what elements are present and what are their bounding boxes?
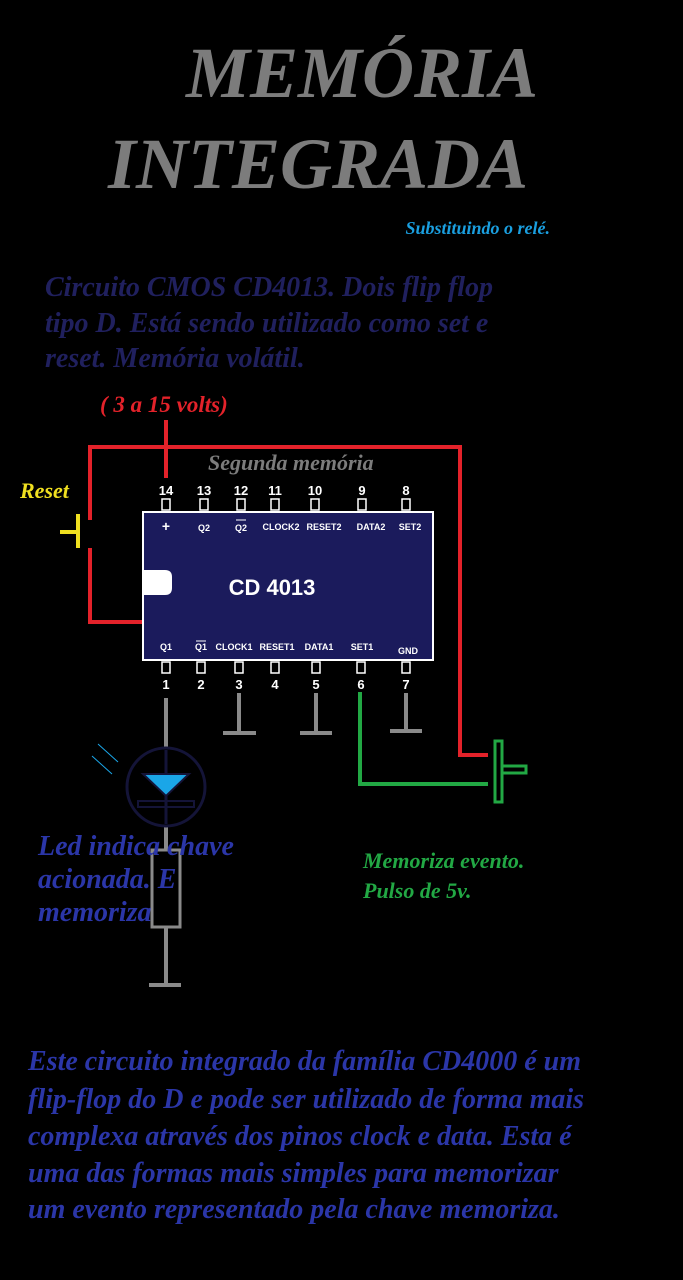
ground-symbols <box>149 693 422 987</box>
led-note-line: acionada. E <box>38 864 176 895</box>
pin-label: DATA1 <box>305 642 334 652</box>
pin-label: CLOCK1 <box>215 642 252 652</box>
title-line2: INTEGRADA <box>107 124 528 204</box>
footer-line: complexa através dos pinos clock e data.… <box>28 1121 573 1152</box>
pin-number: 13 <box>197 483 211 498</box>
pin-label: RESET2 <box>306 522 341 532</box>
pin-label: Q2 <box>235 523 247 533</box>
second-memory-label: Segunda memória <box>208 450 374 475</box>
pin-label: + <box>162 518 170 534</box>
pin-number: 4 <box>271 677 279 692</box>
bottom-pins <box>161 661 411 674</box>
pin-number: 5 <box>312 677 319 692</box>
pin-number: 11 <box>268 483 282 498</box>
pin-label: Q2 <box>198 523 210 533</box>
chip-name: CD 4013 <box>229 575 316 600</box>
pin-label: RESET1 <box>259 642 294 652</box>
pin-number: 14 <box>159 483 174 498</box>
set-switch <box>358 692 528 804</box>
pin-label: DATA2 <box>357 522 386 532</box>
subtitle: Substituindo o relé. <box>405 218 550 238</box>
footer-line: uma das formas mais simples para memoriz… <box>28 1158 560 1189</box>
footer-line: um evento representado pela chave memori… <box>28 1194 560 1225</box>
pin-number: 3 <box>235 677 242 692</box>
pin-number: 2 <box>197 677 204 692</box>
pin-label: SET2 <box>399 522 422 532</box>
chip-body <box>142 511 434 661</box>
top-pins <box>161 498 411 511</box>
intro-line: reset. Memória volátil. <box>45 343 305 374</box>
reset-label: Reset <box>19 478 70 503</box>
pin-number: 6 <box>357 677 364 692</box>
led-note-line: memoriza <box>38 897 152 928</box>
pin-number: 12 <box>234 483 248 498</box>
supply-label: ( 3 a 15 volts) <box>100 392 228 417</box>
pin-number: 10 <box>308 483 322 498</box>
switch-note-line: Memoriza evento. <box>362 848 524 873</box>
pin-number: 1 <box>162 677 169 692</box>
pin-number: 7 <box>402 677 409 692</box>
pin-label: SET1 <box>351 642 374 652</box>
reset-switch <box>60 514 80 548</box>
pin-label: Q1 <box>160 642 172 652</box>
pin-number: 9 <box>358 483 365 498</box>
footer-line: Este circuito integrado da família CD400… <box>27 1046 581 1077</box>
pin-label: GND <box>398 646 419 656</box>
switch-note-line: Pulso de 5v. <box>362 878 472 903</box>
pin-number: 8 <box>402 483 409 498</box>
led-icon <box>91 743 207 828</box>
pin-label: Q1 <box>195 642 207 652</box>
pin-label: CLOCK2 <box>262 522 299 532</box>
footer-line: flip-flop do D e pode ser utilizado de f… <box>28 1084 584 1115</box>
title-line1: MEMÓRIA <box>185 33 538 113</box>
intro-line: Circuito CMOS CD4013. Dois flip flop <box>45 272 493 303</box>
intro-line: tipo D. Está sendo utilizado como set e <box>45 308 488 339</box>
led-note-line: Led indica chave <box>37 831 234 862</box>
chip-notch <box>143 570 172 595</box>
